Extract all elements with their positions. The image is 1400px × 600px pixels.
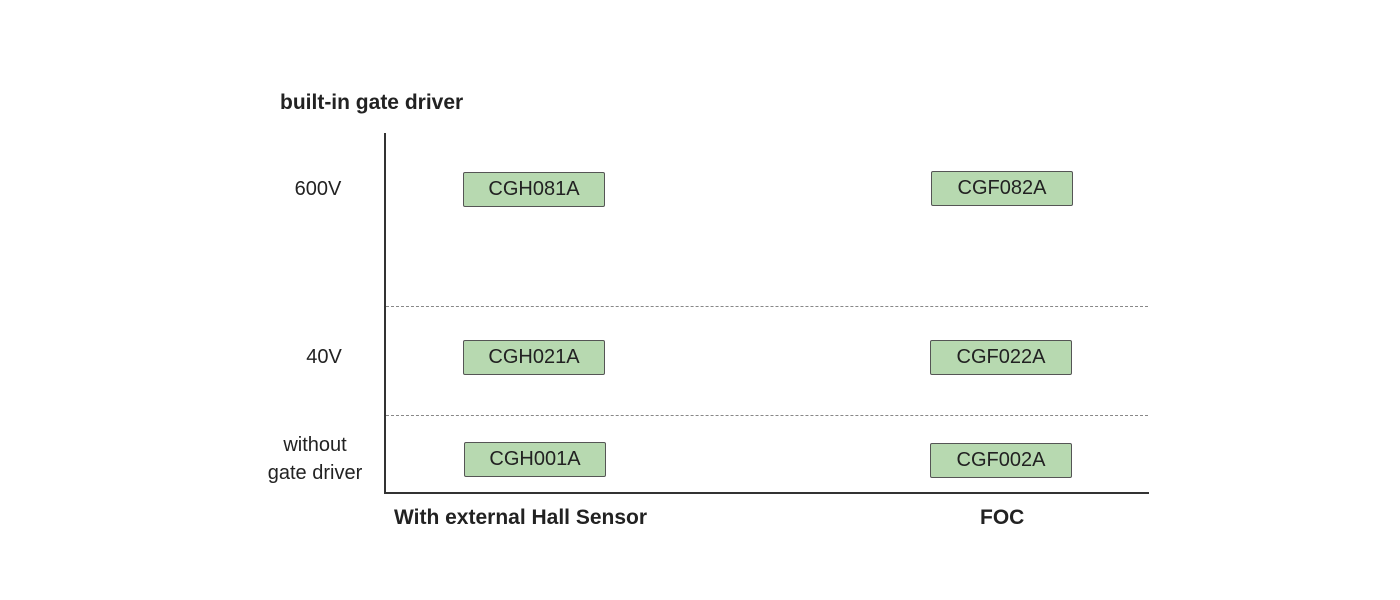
column-label-hall-sensor: With external Hall Sensor xyxy=(394,506,648,529)
chip-cgh021a: CGH021A xyxy=(463,340,605,375)
y-axis-line xyxy=(384,133,386,494)
row-divider-lower xyxy=(386,415,1148,416)
chip-cgh001a: CGH001A xyxy=(464,442,606,477)
row-label-40v: 40V xyxy=(306,346,342,368)
row-divider-upper xyxy=(386,306,1148,307)
diagram-title: built-in gate driver xyxy=(280,91,464,114)
row-label-line-2: gate driver xyxy=(267,462,363,484)
row-label-without-gate-driver: without gate driver xyxy=(255,431,375,487)
chip-cgf002a: CGF002A xyxy=(930,443,1072,478)
x-axis-line xyxy=(384,492,1149,494)
chip-cgf022a: CGF022A xyxy=(930,340,1072,375)
row-label-600v: 600V xyxy=(294,178,342,200)
chip-cgh081a: CGH081A xyxy=(463,172,605,207)
column-label-foc: FOC xyxy=(980,506,1025,529)
chip-cgf082a: CGF082A xyxy=(931,171,1073,206)
row-label-line-1: without xyxy=(283,434,347,456)
